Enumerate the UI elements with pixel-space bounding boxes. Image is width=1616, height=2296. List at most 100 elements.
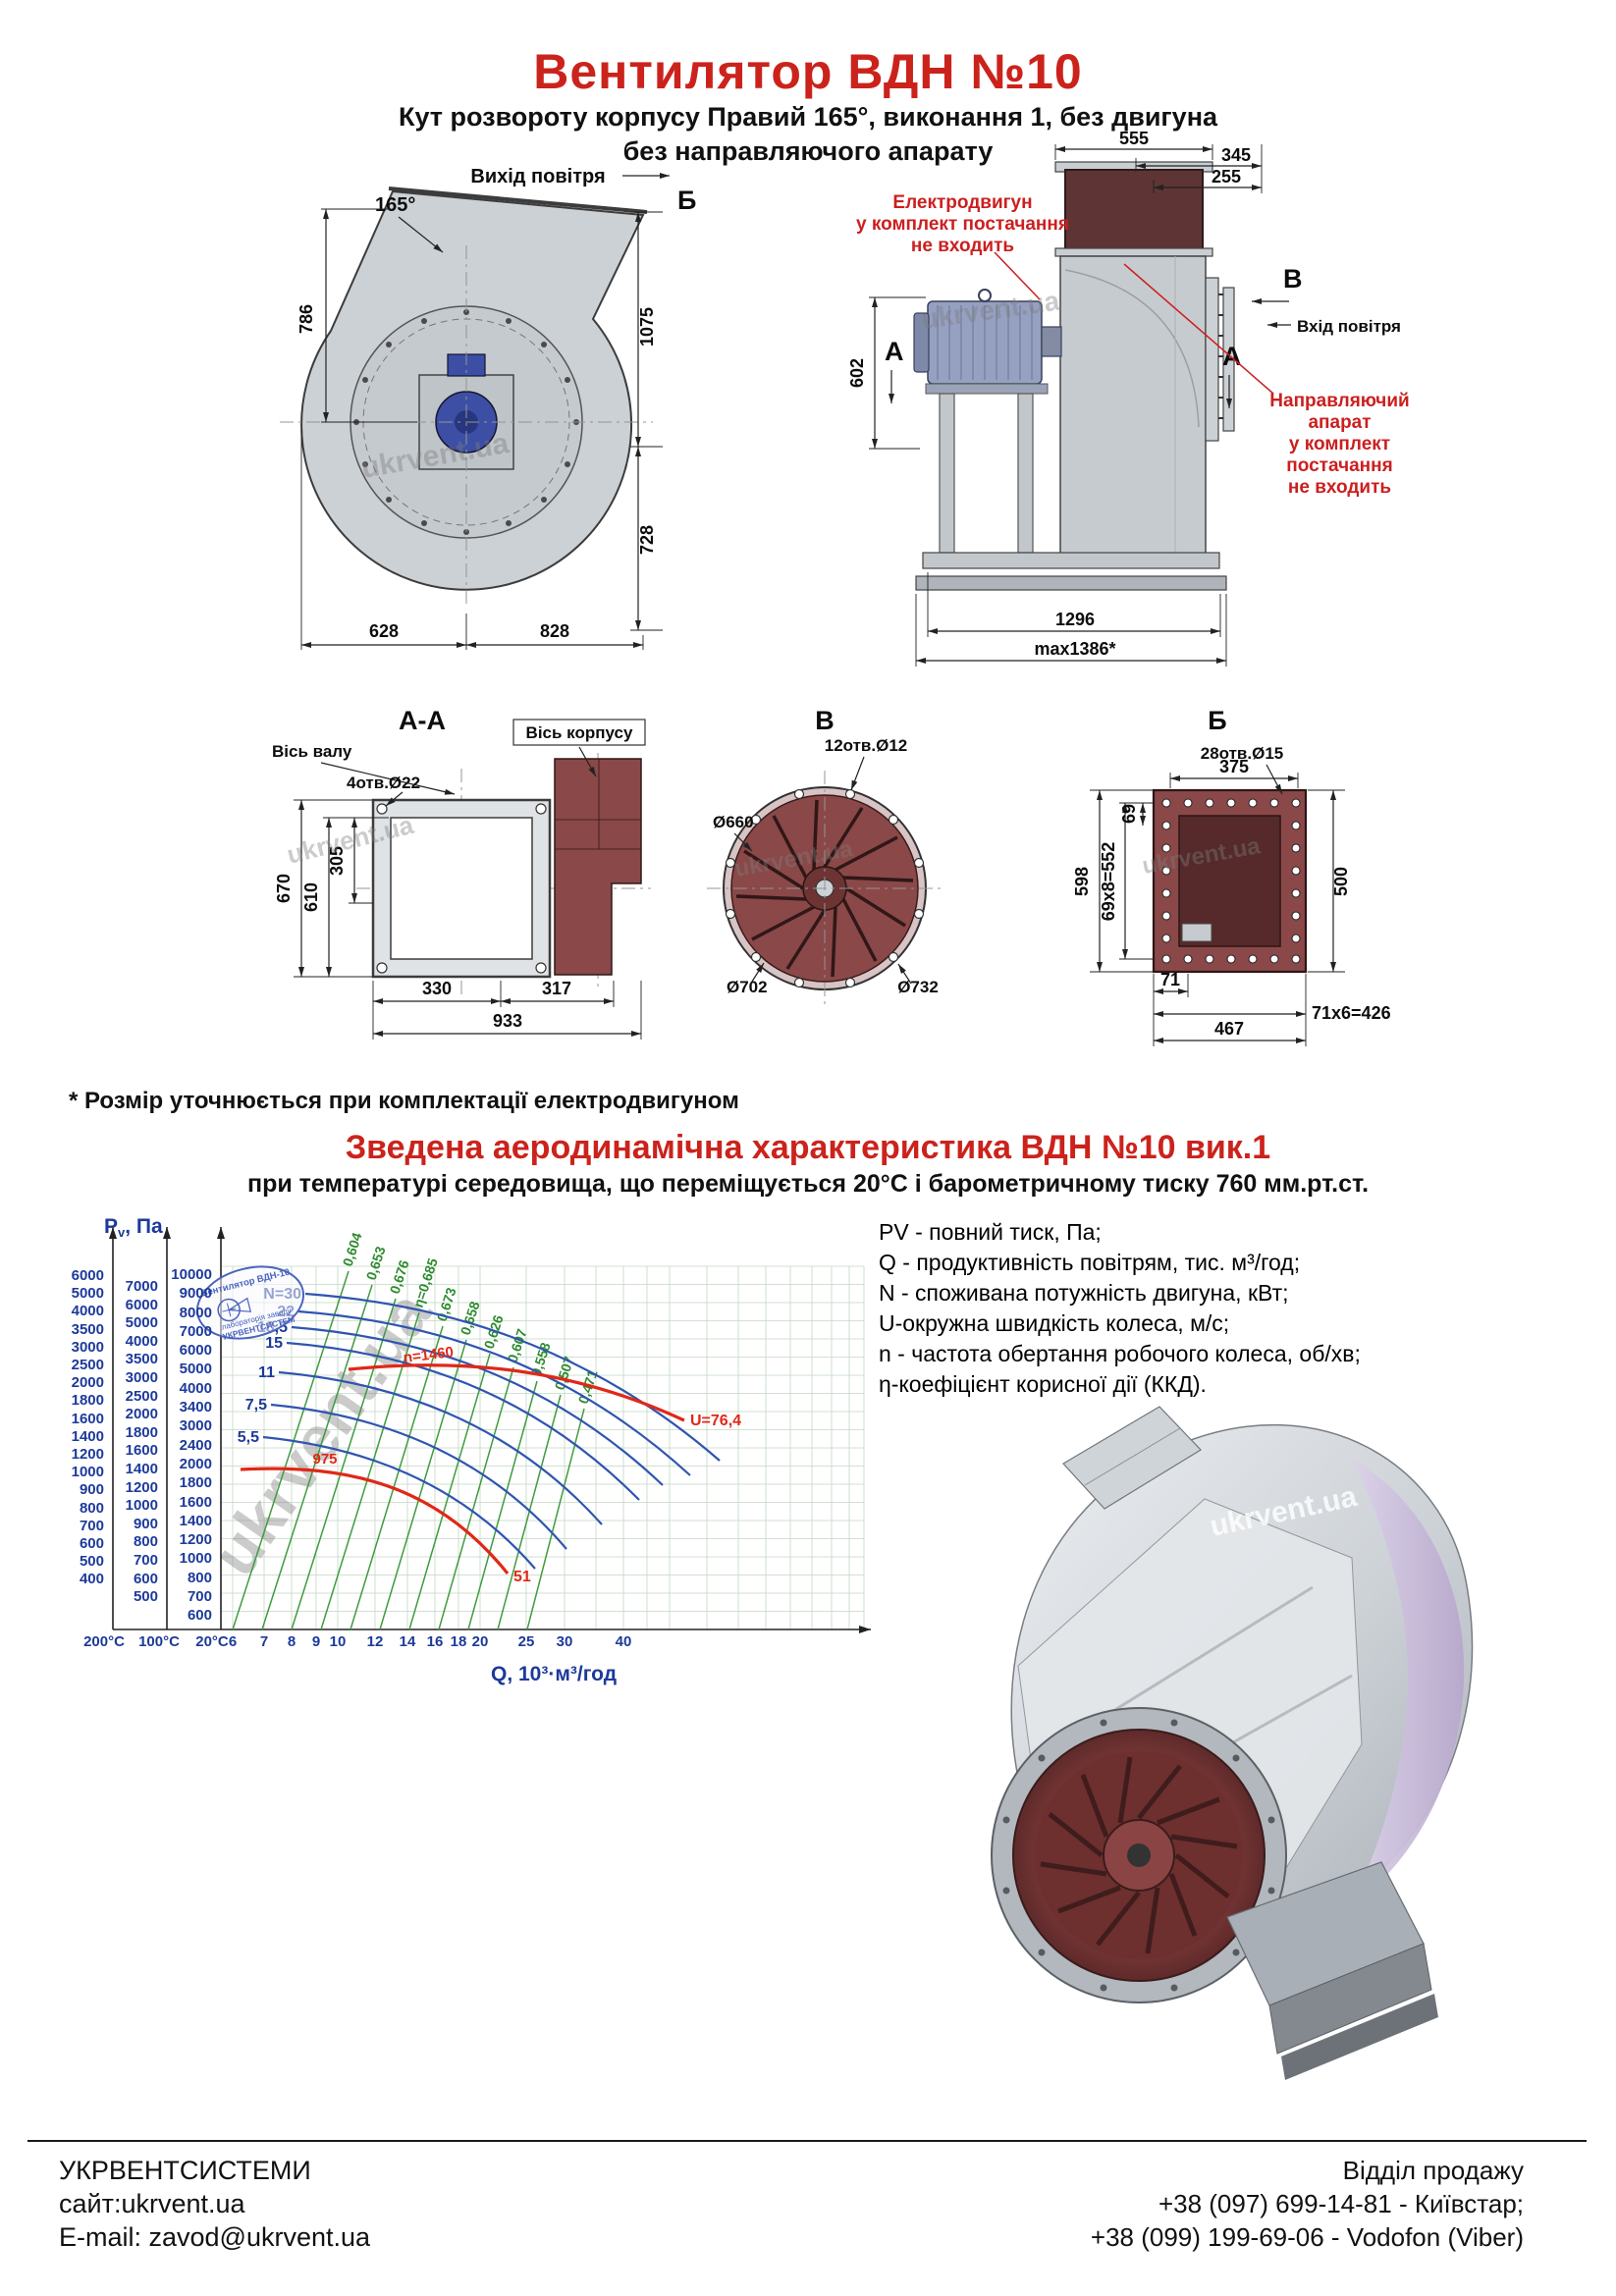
impeller (707, 771, 943, 1006)
sales-dept-label: Відділ продажу (1342, 2156, 1524, 2185)
dim-71x6: 71х6=426 (1312, 1003, 1391, 1023)
legend-line: n - частота обертання робочого колеса, о… (879, 1341, 1361, 1366)
company-name: УКРВЕНТСИСТЕМИ (59, 2156, 311, 2185)
y-tick: 3500 (71, 1320, 104, 1338)
chart-subheading: при температурі середовища, що переміщує… (246, 1170, 1370, 1198)
dim-305: 305 (327, 846, 347, 876)
dim-69x8: 69х8=552 (1099, 842, 1118, 922)
dim-555: 555 (1119, 129, 1149, 148)
dim-933: 933 (493, 1011, 522, 1031)
x-axis-label: Q, 10³·м³/год (491, 1663, 618, 1685)
dim-500: 500 (1331, 867, 1351, 896)
y-tick: 1000 (71, 1464, 104, 1481)
dim-598: 598 (1072, 867, 1092, 896)
y-tick: 4000 (179, 1379, 212, 1397)
y-tick: 8000 (179, 1304, 212, 1321)
dim-670: 670 (274, 874, 294, 903)
shaft-axis-label: Вісь валу (272, 742, 352, 761)
x-tick: 25 (517, 1633, 535, 1650)
y-tick: 600 (79, 1535, 104, 1553)
y-tick: 1000 (179, 1550, 212, 1568)
dim-628: 628 (369, 621, 399, 641)
section-a-right-label: А (1222, 342, 1242, 371)
x-tick: 9 (311, 1633, 321, 1650)
section-v-drawing: В 12отв.Ø12 (707, 706, 943, 1006)
x-tick: 6 (228, 1633, 238, 1650)
aerodynamic-chart: ukrvent.ua 0,604 0,653 0,676 η=0,685 0,6… (109, 1227, 871, 1633)
holes-28-label: 28отв.Ø15 (1201, 744, 1284, 763)
x-tick: 16 (426, 1633, 444, 1650)
legend-line: PV - повний тиск, Па; (879, 1219, 1102, 1245)
dim-255: 255 (1212, 167, 1241, 187)
chart-legend: PV - повний тиск, Па; Q - продуктивність … (879, 1217, 1566, 1400)
fan-assembly (913, 161, 1235, 591)
inlet-bolts (1002, 1719, 1275, 1992)
inlet-3d (991, 1707, 1287, 2003)
y-tick: 1000 (125, 1497, 158, 1515)
x-tick: 14 (399, 1633, 416, 1650)
y-tick: 500 (79, 1553, 104, 1571)
flange-holes (1161, 798, 1301, 964)
dim-610: 610 (301, 882, 321, 912)
y-tick: 7000 (179, 1322, 212, 1340)
y-tick: 2000 (125, 1406, 158, 1423)
y-tick: 1600 (71, 1410, 104, 1427)
dim-1296: 1296 (1055, 610, 1095, 629)
flange-plate (1152, 788, 1308, 974)
x-tick: 30 (556, 1633, 573, 1650)
y-tick: 1600 (125, 1442, 158, 1460)
y-tick: 1400 (125, 1460, 158, 1477)
y-tick: 3500 (125, 1351, 158, 1368)
electric-motor (913, 289, 1062, 395)
dim-828: 828 (540, 621, 569, 641)
section-v-title: В (815, 706, 835, 735)
dim-467: 467 (1214, 1019, 1244, 1039)
y-tick: 10000 (171, 1266, 212, 1283)
pedestal-3d (1226, 1861, 1438, 2080)
outlet-flange-3d (1062, 1406, 1202, 1510)
temp-label-200: 200°С (83, 1633, 125, 1650)
speed-curves: n=1460 U=76,4 975 51 (240, 1344, 741, 1585)
section-b-dimensions: 28отв.Ø15 375 598 69х8=552 69 500 71 (1072, 744, 1391, 1046)
air-inlet-label: Вхід повітря (1297, 317, 1401, 336)
page-title: Вентилятор ВДН №10 (533, 44, 1083, 99)
y-axis-label-unit: , Па (125, 1215, 163, 1238)
dim-330: 330 (422, 979, 452, 998)
dim-728: 728 (637, 525, 657, 555)
footnote: * Розмір уточнюється при комплектації ел… (69, 1088, 739, 1114)
section-a-left-label: А (885, 337, 904, 366)
x-tick: 20 (471, 1633, 489, 1650)
y-tick: 5000 (71, 1285, 104, 1303)
y-tick: 900 (133, 1515, 158, 1532)
section-aa-dimensions: Вісь валу Вісь корпусу 4отв.Ø22 670 610 … (272, 719, 646, 1040)
y-tick: 4000 (71, 1303, 104, 1320)
y-tick: 700 (133, 1551, 158, 1569)
legend-line: N - споживана потужність двигуна, кВт; (879, 1280, 1289, 1306)
speed-u764-label: U=76,4 (690, 1413, 741, 1429)
holes-12-label: 12отв.Ø12 (825, 736, 908, 755)
y-tick: 6000 (71, 1267, 104, 1284)
section-aa-title: А-А (399, 706, 446, 735)
x-tick: 10 (329, 1633, 347, 1650)
y-tick: 4000 (125, 1332, 158, 1350)
section-v-dimensions: 12отв.Ø12 Ø660 Ø702 Ø732 (713, 736, 939, 996)
y-tick: 1200 (179, 1531, 212, 1549)
phone-2: +38 (099) 199-69-06 - Vodofon (Viber) (1090, 2222, 1524, 2252)
laboratory-stamp: Вентилятор ВДН-10 лабораторія заводу УКР… (195, 1265, 305, 1342)
view-v-label: В (1283, 264, 1303, 294)
email-label: E-mail: zavod@ukrvent.ua (59, 2222, 371, 2252)
legend-line: Q - продуктивність повітрям, тис. м³/год… (879, 1250, 1301, 1275)
dim-602: 602 (847, 358, 867, 388)
casing-section (554, 758, 642, 976)
side-view-dimensions: Вихід повітря Б 165° 786 1075 728 628 82… (296, 166, 696, 650)
efficiency-lines (232, 1270, 585, 1630)
dim-d732: Ø732 (897, 978, 939, 996)
eta-label: 0,626 (481, 1312, 507, 1350)
y-tick: 600 (187, 1607, 212, 1625)
y-tick: 2500 (125, 1387, 158, 1405)
eta-label: η=0,685 (410, 1256, 441, 1309)
dim-max1386: max1386* (1034, 639, 1115, 659)
y-tick: 5000 (125, 1314, 158, 1332)
